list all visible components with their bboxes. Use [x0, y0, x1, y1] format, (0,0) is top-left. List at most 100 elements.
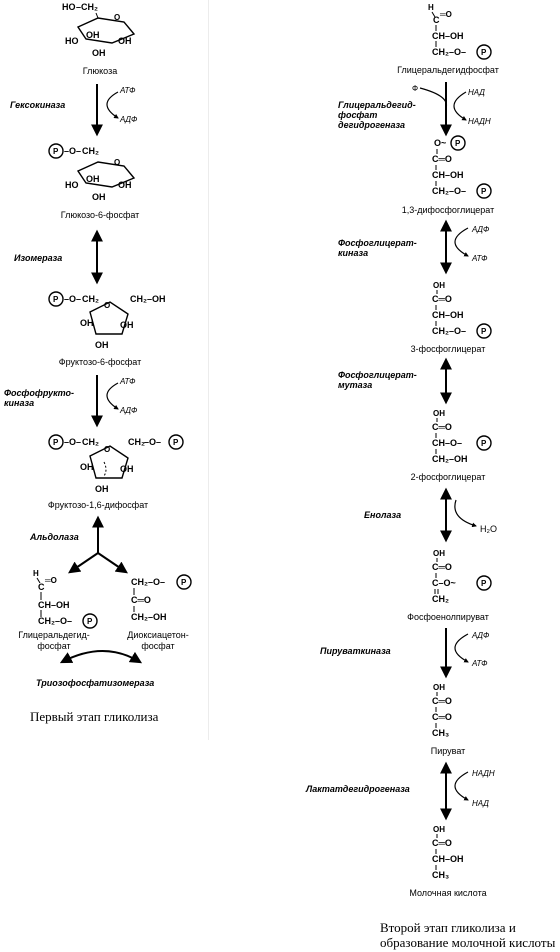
svg-text:CH₂: CH₂: [432, 594, 449, 604]
lactate-structure: OH C═O CH–OH CH₃: [432, 825, 464, 880]
glucose-label: Глюкоза: [83, 66, 117, 76]
svg-text:C═O: C═O: [432, 696, 452, 706]
svg-text:P: P: [53, 295, 59, 304]
svg-text:C═O: C═O: [432, 294, 452, 304]
stage2-caption-line2: образование молочной кислоты: [380, 935, 556, 950]
svg-text:P: P: [53, 147, 59, 156]
svg-text:CH₂: CH₂: [82, 294, 99, 304]
svg-text:OH: OH: [80, 462, 94, 472]
svg-text:O: O: [104, 301, 110, 310]
svg-text:P: P: [53, 438, 59, 447]
svg-text:C═O: C═O: [432, 422, 452, 432]
svg-text:O: O: [114, 158, 120, 167]
svg-text:P: P: [481, 327, 487, 336]
svg-text:CH–O–: CH–O–: [432, 438, 462, 448]
svg-text:CH₂–O–: CH₂–O–: [131, 577, 165, 587]
gapdh-phi-arc: [419, 87, 448, 109]
ldh-nadh: НАДН: [472, 769, 495, 778]
svg-text:OH: OH: [120, 320, 134, 330]
svg-text:H: H: [428, 3, 434, 12]
svg-text:C═O: C═O: [432, 838, 452, 848]
enzyme-pgk-2: киназа: [338, 248, 368, 258]
pg3-structure: OH C═O CH–OH CH₂–O– P: [432, 281, 492, 339]
enzyme-ldh: Лактатдегидрогеназа: [305, 784, 410, 794]
enzyme-isomerase: Изомераза: [14, 253, 62, 263]
gapdh-nad: НАД: [468, 88, 485, 97]
pgk-atp: АТФ: [471, 254, 488, 263]
svg-text:C═O: C═O: [131, 595, 151, 605]
svg-text:CH₂–O–: CH₂–O–: [38, 616, 72, 626]
svg-text:CH₂–OH: CH₂–OH: [130, 294, 166, 304]
glucose-ring-o: O: [114, 13, 120, 22]
enzyme-pgm-2: мутаза: [338, 380, 372, 390]
svg-text:P: P: [481, 187, 487, 196]
aldolase-arrow-left: [68, 552, 99, 574]
svg-text:CH₂–O–: CH₂–O–: [432, 47, 466, 57]
svg-text:OH: OH: [433, 825, 445, 834]
svg-text:OH: OH: [92, 192, 106, 202]
gap-structure-left: H C ═O CH–OH CH₂–O– P: [33, 569, 98, 629]
svg-text:OH: OH: [118, 180, 132, 190]
enolase-water: H₂O: [480, 524, 497, 534]
enzyme-gapdh-3: дегидрогеназа: [338, 120, 405, 130]
pfk-cofactor-arc: [106, 382, 119, 410]
svg-text:CH–OH: CH–OH: [432, 31, 464, 41]
svg-text:HO: HO: [65, 180, 79, 190]
svg-text:CH₂–OH: CH₂–OH: [131, 612, 167, 622]
tpi-arrow: [59, 650, 143, 664]
hexokinase-adp: АДФ: [119, 115, 138, 124]
pep-structure: OH C═O C–O~ P CH₂: [432, 549, 492, 604]
pg3-label: 3-фосфоглицерат: [411, 344, 486, 354]
dhap-label-2: фосфат: [141, 641, 174, 651]
stage2-diagram: H C ═O CH–OH CH₂–O– P Глицеральдегидфосф…: [305, 3, 499, 898]
svg-text:C═O: C═O: [432, 562, 452, 572]
svg-text:–O–: –O–: [64, 437, 81, 447]
f16bp-structure: P –O– CH₂ O CH₂ –O– P OH OH OH: [48, 434, 184, 494]
pfk-adp: АДФ: [119, 406, 138, 415]
g6p-label: Глюкозо-6-фосфат: [61, 210, 140, 220]
gap-left-label-2: фосфат: [37, 641, 70, 651]
gap-structure: H C ═O CH–OH CH₂–O– P: [428, 3, 492, 60]
pk-adp: АДФ: [471, 631, 490, 640]
glucose-ho-label: HO: [62, 2, 76, 12]
enzyme-pgm-1: Фосфоглицерат-: [338, 370, 417, 380]
f6p-structure: P –O– CH₂ O CH₂–OH OH OH OH: [48, 291, 166, 350]
svg-text:P: P: [455, 139, 461, 148]
svg-text:C: C: [433, 15, 440, 25]
svg-text:OH: OH: [120, 464, 134, 474]
svg-text:CH₂–O–: CH₂–O–: [432, 186, 466, 196]
stage1-panel: HO –CH₂ O HO OH OH OH Глюкоза АТФ АДФ Ге…: [0, 0, 209, 740]
svg-text:H: H: [33, 569, 39, 578]
svg-text:═O: ═O: [439, 10, 452, 19]
svg-text:P: P: [181, 578, 187, 587]
svg-text:–O–: –O–: [64, 294, 81, 304]
stage1-caption: Первый этап гликолиза: [30, 709, 159, 724]
gap-left-label-1: Глицеральдегид-: [18, 630, 89, 640]
svg-text:CH₂–OH: CH₂–OH: [432, 454, 468, 464]
pyruvate-label: Пируват: [431, 746, 466, 756]
svg-text:P: P: [173, 438, 179, 447]
dhap-structure: CH₂–O– P C═O CH₂–OH: [131, 574, 192, 622]
svg-text:OH: OH: [433, 409, 445, 418]
ldh-cofactor-arc: [454, 771, 469, 801]
aldolase-arrow-right: [97, 552, 128, 574]
stage1-diagram: HO –CH₂ O HO OH OH OH Глюкоза АТФ АДФ Ге…: [4, 2, 192, 688]
enzyme-pgk-1: Фосфоглицерат-: [338, 238, 417, 248]
svg-text:OH: OH: [433, 549, 445, 558]
svg-text:CH–OH: CH–OH: [432, 170, 464, 180]
svg-text:OH: OH: [80, 318, 94, 328]
stage2-panel: H C ═O CH–OH CH₂–O– P Глицеральдегидфосф…: [280, 0, 560, 952]
enzyme-pfk-1: Фосфофрукто-: [4, 388, 74, 398]
svg-text:–O–: –O–: [64, 146, 81, 156]
pk-atp: АТФ: [471, 659, 488, 668]
enzyme-gapdh-1: Глицеральдегид-: [338, 100, 416, 110]
svg-text:═O: ═O: [44, 576, 57, 585]
svg-text:OH: OH: [433, 281, 445, 290]
svg-text:CH₂: CH₂: [128, 437, 145, 447]
enzyme-pk: Пируваткиназа: [320, 646, 391, 656]
f16bp-label: Фруктозо-1,6-дифосфат: [48, 500, 148, 510]
svg-text:OH: OH: [86, 174, 100, 184]
enzyme-tpi: Триозофосфатизомераза: [36, 678, 154, 688]
bpg13-label: 1,3-дифосфоглицерат: [402, 205, 494, 215]
svg-text:C: C: [38, 582, 45, 592]
